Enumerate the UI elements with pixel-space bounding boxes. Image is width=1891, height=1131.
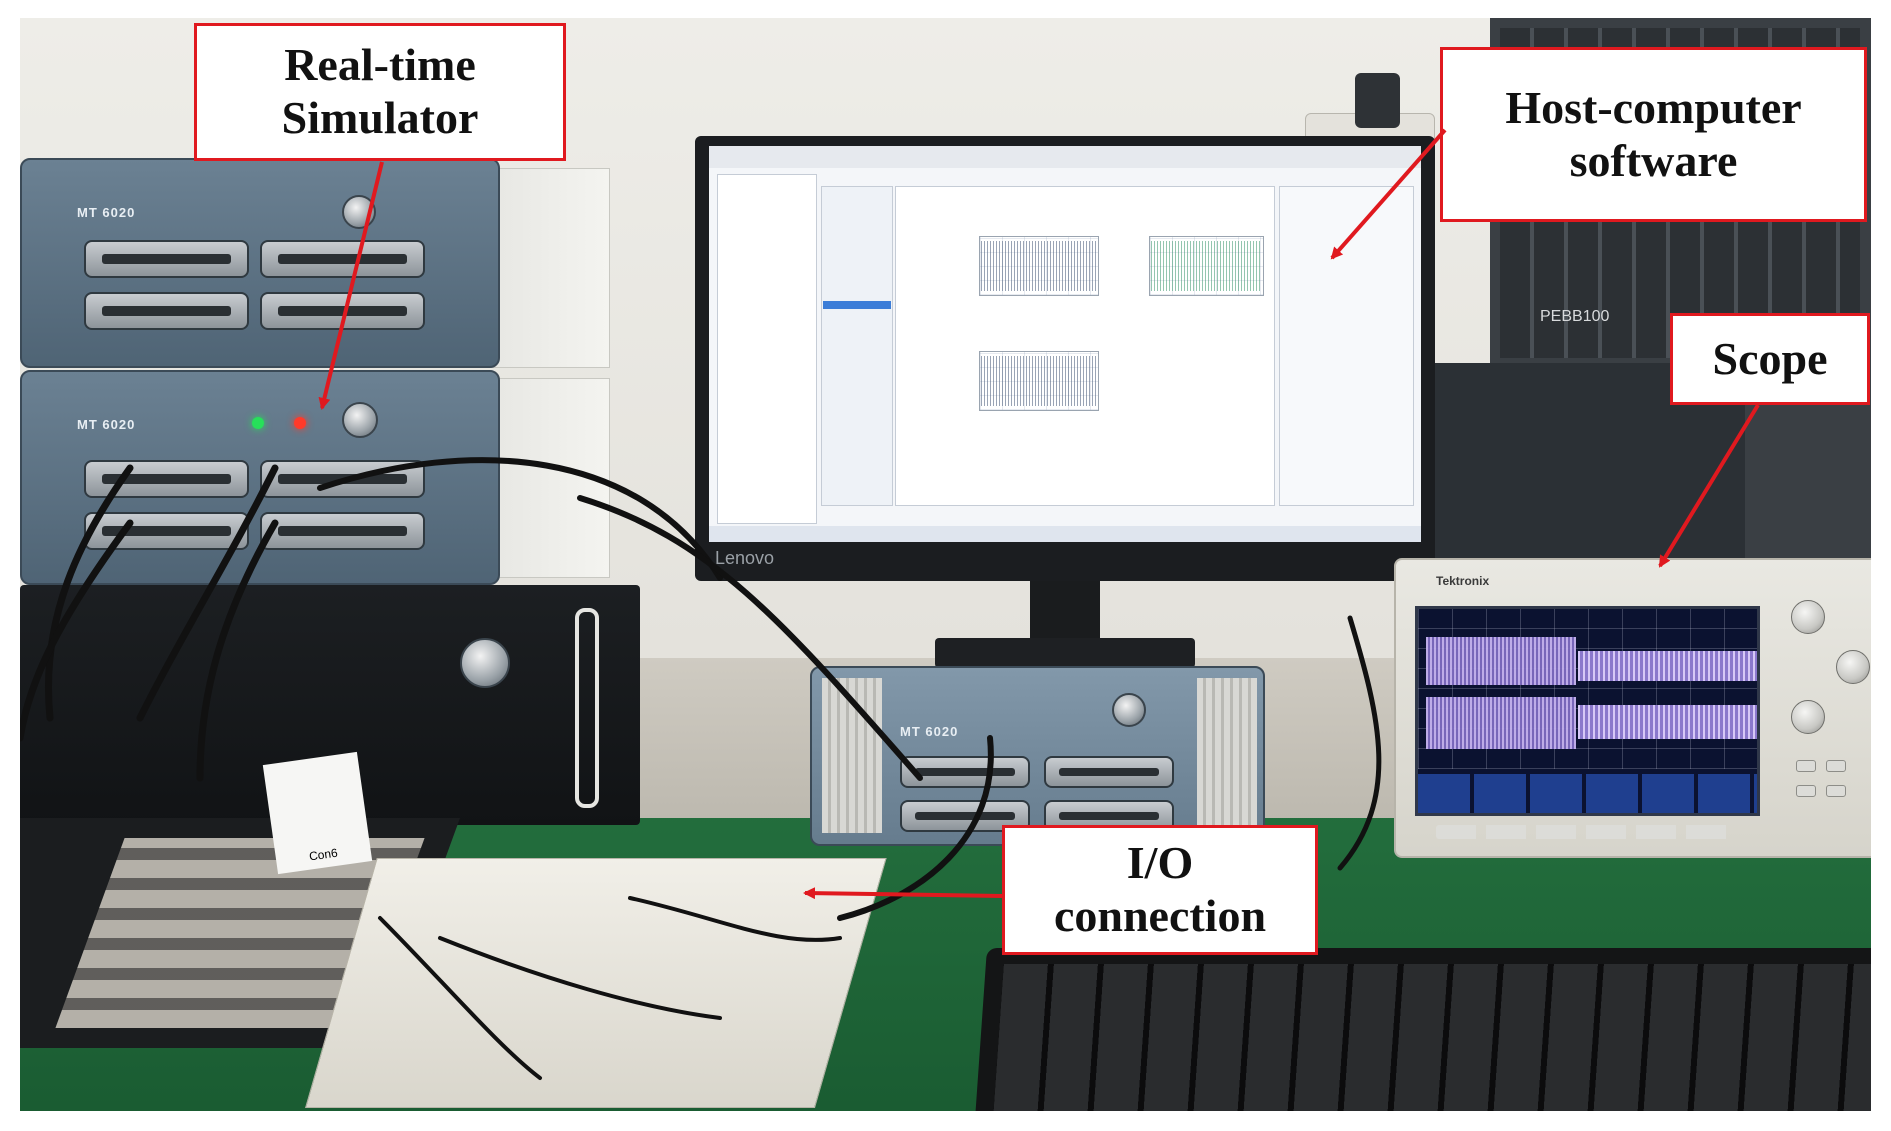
label-real-time-simulator-line2: Simulator	[281, 92, 479, 143]
scope-button	[1796, 760, 1816, 772]
connector	[900, 756, 1030, 788]
label-host-computer-software: Host-computer software	[1440, 47, 1867, 222]
scope-trace-2	[1426, 697, 1576, 749]
connector	[900, 800, 1030, 832]
scope-status-bar	[1418, 774, 1757, 813]
label-host-computer-software-line1: Host-computer	[1505, 81, 1802, 133]
waveform-fill	[981, 356, 1097, 406]
scope-trace-3	[1578, 651, 1757, 681]
monitor-screen	[709, 146, 1421, 542]
cable	[20, 519, 134, 742]
cable	[837, 735, 994, 921]
run-led	[252, 417, 264, 429]
label-io-connection-line2: connection	[1053, 890, 1267, 941]
connector	[84, 292, 249, 330]
scope-button	[1826, 760, 1846, 772]
connector	[84, 512, 249, 550]
scope-brand: Tektronix	[1436, 574, 1490, 588]
power-adapter	[1355, 73, 1400, 128]
cable	[196, 519, 279, 782]
screen-menubar	[709, 146, 1421, 168]
label-scope: Scope	[1670, 313, 1870, 405]
simulator-upper-model: MT 6020	[77, 205, 136, 220]
scope-button	[1796, 785, 1816, 797]
waveform-fill	[1151, 241, 1262, 291]
connector	[84, 240, 249, 278]
simulator-lower-model: MT 6020	[77, 417, 136, 432]
scope-knob	[1791, 600, 1825, 634]
vent-right	[1197, 678, 1257, 833]
cable	[628, 896, 842, 942]
screen-tree-panel	[821, 186, 893, 506]
cable	[378, 916, 542, 1080]
fault-led	[294, 417, 306, 429]
chassis-knob	[460, 638, 510, 688]
simulator-center-model: MT 6020	[900, 724, 959, 739]
waveform-fill	[981, 241, 1097, 291]
cables	[20, 457, 1382, 1080]
chassis-handle	[575, 608, 599, 808]
scope-button-row	[1436, 825, 1736, 839]
screen-side-panel	[717, 174, 817, 524]
simulator-center: MT 6020	[810, 666, 1265, 846]
label-real-time-simulator-line1: Real-time	[284, 39, 476, 91]
oscilloscope-screen	[1415, 606, 1760, 816]
label-io-connection-line1: I/O	[1126, 837, 1194, 889]
cable	[44, 464, 134, 722]
power-knob	[1112, 693, 1146, 727]
cable	[438, 936, 722, 1020]
scope-trace-1	[1426, 637, 1576, 685]
label-host-computer-software-line2: software	[1569, 134, 1738, 186]
scope-button	[1826, 785, 1846, 797]
cable	[1337, 615, 1382, 871]
scope-trace-4	[1578, 705, 1757, 739]
connector	[1044, 756, 1174, 788]
monitor-base	[935, 638, 1195, 668]
cable	[136, 464, 279, 722]
simulator-upper-side	[480, 168, 610, 368]
cable	[577, 495, 923, 781]
connector	[260, 512, 425, 550]
tree-selection	[823, 301, 891, 309]
monitor-brand: Lenovo	[715, 548, 775, 568]
cable	[317, 457, 723, 581]
scope-knob	[1836, 650, 1870, 684]
screen-taskbar	[709, 526, 1421, 542]
scope-knob	[1791, 700, 1825, 734]
label-real-time-simulator: Real-time Simulator	[194, 23, 566, 161]
label-scope-text: Scope	[1712, 332, 1828, 384]
label-io-connection: I/O connection	[1002, 825, 1318, 955]
rack-label: PEBB100	[1540, 308, 1610, 325]
